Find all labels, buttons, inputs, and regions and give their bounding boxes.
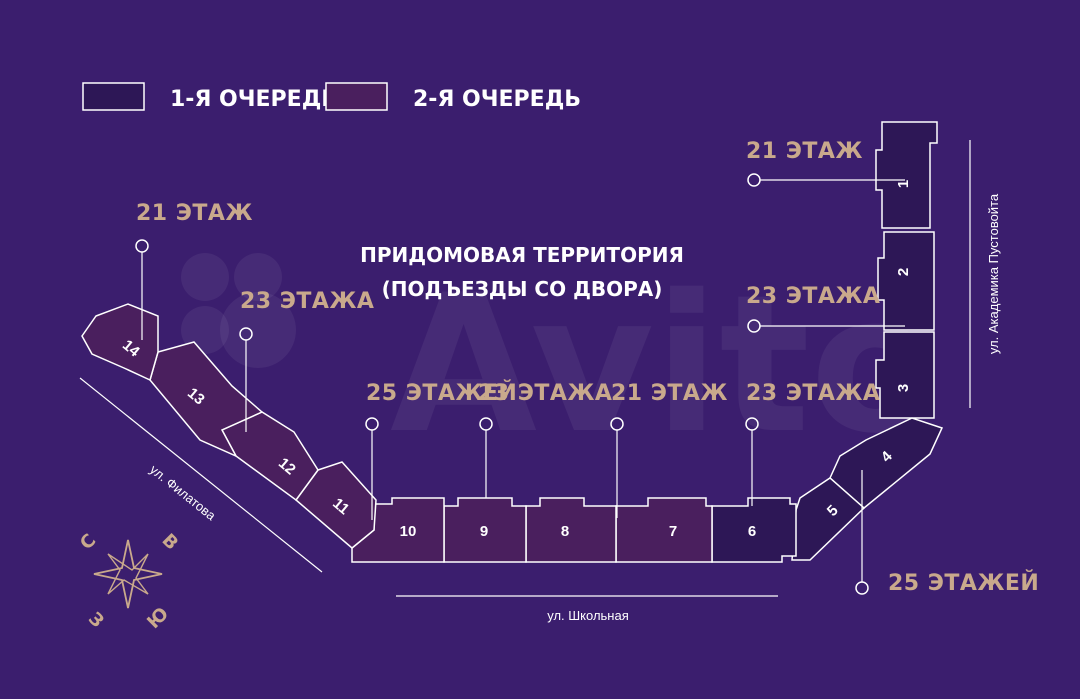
compass-star-main — [93, 539, 163, 609]
section-number: 7 — [669, 523, 677, 540]
floor-label-section-14: 21 ЭТАЖ — [136, 201, 253, 226]
section-2 — [877, 231, 935, 331]
floor-label-section-7: 21 ЭТАЖ — [611, 381, 728, 406]
courtyard-subtitle: (ПОДЪЕЗДЫ СО ДВОРА) — [382, 277, 663, 301]
callout-pin — [747, 173, 761, 187]
floor-label-section-10: 25 ЭТАЖЕЙ — [366, 380, 517, 406]
callout-pin — [479, 417, 493, 431]
callout-pin — [365, 417, 379, 431]
watermark-dot — [220, 292, 296, 368]
legend: 1-Я ОЧЕРЕДЬ 2-Я ОЧЕРЕДЬ — [82, 82, 581, 112]
courtyard-title: ПРИДОМОВАЯ ТЕРРИТОРИЯ — [360, 243, 684, 267]
watermark-dot — [234, 253, 282, 301]
section-6 — [711, 497, 797, 563]
floor-label-section-1: 21 ЭТАЖ — [746, 139, 863, 164]
courtyard-caption: ПРИДОМОВАЯ ТЕРРИТОРИЯ (ПОДЪЕЗДЫ СО ДВОРА… — [360, 243, 684, 301]
section-14 — [81, 303, 159, 382]
legend-label-phase1: 1-Я ОЧЕРЕДЬ — [170, 87, 338, 112]
section-7 — [615, 497, 713, 563]
section-number: 1 — [895, 180, 912, 188]
section-number: 2 — [895, 268, 912, 276]
callout-pin — [135, 239, 149, 253]
floor-label-section-9: 23 ЭТАЖА — [478, 381, 612, 406]
watermark-dot — [181, 253, 229, 301]
section-number: 10 — [400, 523, 417, 540]
floor-label-section-2: 23 ЭТАЖА — [746, 284, 880, 309]
callout-pin — [239, 327, 253, 341]
section-8 — [525, 497, 617, 563]
legend-swatch-phase2 — [325, 82, 388, 111]
section-9 — [443, 497, 527, 563]
section-numbers: 1 2 3 4 5 6 7 8 9 10 11 12 13 14 — [119, 180, 912, 540]
section-number: 3 — [895, 384, 912, 392]
floor-label-section-13: 23 ЭТАЖА — [240, 289, 374, 314]
callout-pin — [855, 581, 869, 595]
legend-swatch-phase1 — [82, 82, 145, 111]
watermark-text: Avito — [390, 254, 941, 475]
building-sections — [81, 121, 944, 563]
section-3 — [875, 331, 935, 419]
compass-star-diagonal — [107, 553, 149, 595]
floor-callouts: 21 ЭТАЖ 23 ЭТАЖА 21 ЭТАЖ 23 ЭТАЖА 25 ЭТА… — [135, 139, 1039, 596]
callout-pin — [747, 319, 761, 333]
section-number: 9 — [480, 523, 488, 540]
floor-label-section-4: 25 ЭТАЖЕЙ — [888, 570, 1039, 596]
street-label-east: ул. Академика Пустовойта — [986, 193, 1001, 354]
legend-label-phase2: 2-Я ОЧЕРЕДЬ — [413, 87, 581, 112]
callout-pin — [745, 417, 759, 431]
section-4 — [829, 417, 944, 509]
section-number: 6 — [748, 523, 756, 540]
section-13 — [149, 341, 264, 458]
street-label-south: ул. Школьная — [547, 608, 629, 623]
watermark: Avito — [181, 253, 941, 475]
section-number: 8 — [561, 523, 569, 540]
callout-pin — [610, 417, 624, 431]
floor-label-section-6: 23 ЭТАЖА — [746, 381, 880, 406]
section-1 — [875, 121, 938, 229]
street-line-southwest — [79, 377, 323, 573]
